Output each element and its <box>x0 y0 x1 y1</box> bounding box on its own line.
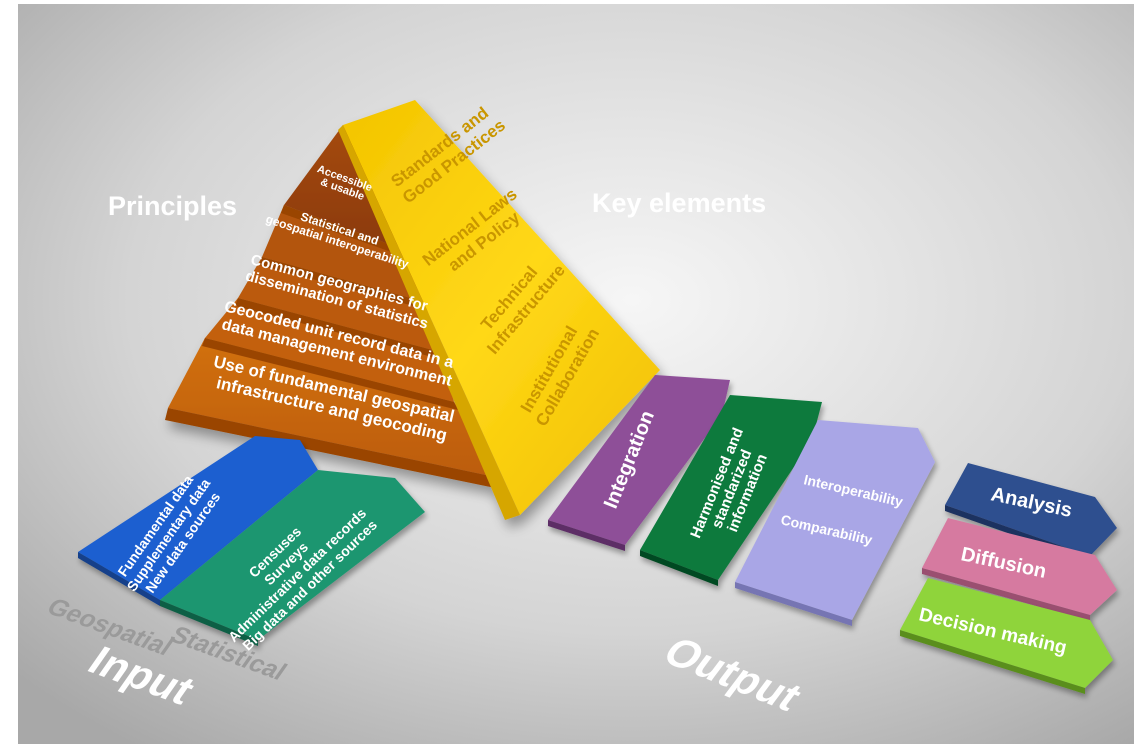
integration-block <box>548 375 730 551</box>
interoperability-block <box>735 420 935 626</box>
key-elements-face <box>343 100 660 515</box>
statistical-input-block <box>160 470 425 646</box>
decision-making-arrow <box>900 578 1113 694</box>
diffusion-arrow <box>922 518 1117 621</box>
pyramid-layer-3 <box>238 257 440 352</box>
key-elements-heading: Key elements <box>592 188 766 218</box>
geospatial-input-block <box>78 436 318 606</box>
pyramid-layer-2 <box>262 205 425 302</box>
pyramid <box>165 100 660 520</box>
harmonised-block <box>640 395 822 586</box>
principles-heading: Principles <box>108 191 237 221</box>
pyramid-layer-4 <box>205 298 454 402</box>
